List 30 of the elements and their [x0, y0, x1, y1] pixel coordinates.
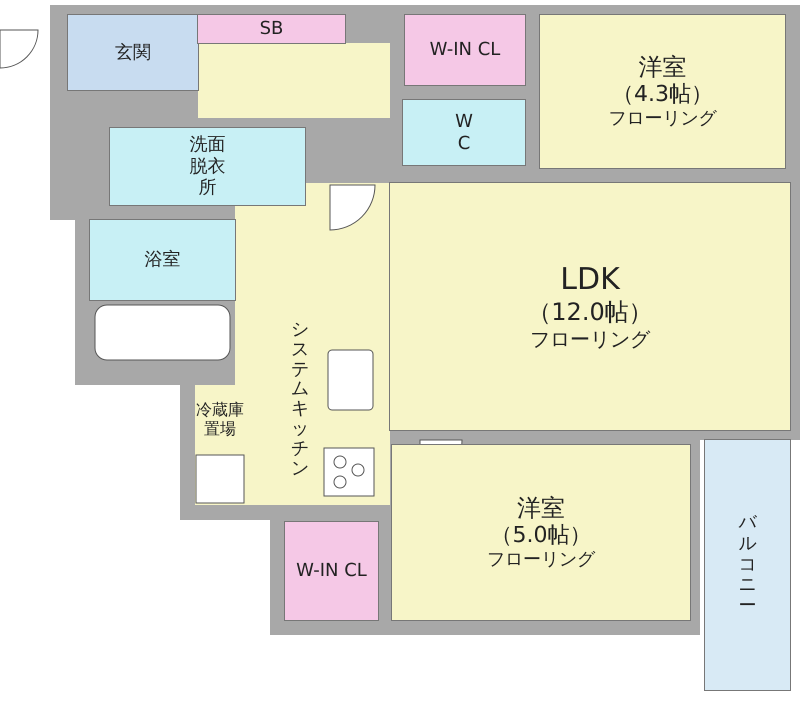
- room-label: バルコニー: [738, 513, 758, 617]
- room-label: 浴室: [144, 249, 180, 271]
- room-area: [405, 15, 525, 85]
- room-label: W-IN CL: [296, 560, 367, 582]
- room-area: [540, 15, 785, 168]
- room-label: 玄関: [115, 42, 151, 64]
- room-area: [705, 440, 790, 690]
- room-area: [110, 128, 305, 205]
- room-area: [403, 100, 525, 165]
- area-label: （5.0帖）: [490, 522, 592, 550]
- room-label: SB: [260, 18, 284, 40]
- room-label: 洗面脱衣所: [188, 134, 226, 199]
- room-label: LDK: [560, 262, 620, 298]
- fixture-label: 冷蔵庫置場: [195, 400, 245, 438]
- room-area: [68, 15, 198, 90]
- room-area: [390, 183, 790, 430]
- area-label: （4.3帖）: [612, 82, 713, 108]
- room-area: [198, 15, 345, 43]
- flooring-label: フローリング: [608, 108, 716, 130]
- room-area: [285, 522, 378, 620]
- room-label: 洋室: [638, 53, 686, 82]
- room-area: [392, 445, 690, 620]
- area-label: （12.0帖）: [527, 298, 653, 327]
- room-area: [90, 220, 235, 300]
- room-label: 洋室: [517, 494, 565, 523]
- flooring-label: フローリング: [530, 326, 650, 351]
- room-label: W C: [454, 110, 474, 154]
- room-label: W-IN CL: [430, 39, 500, 61]
- flooring-label: フローリング: [487, 549, 595, 571]
- fixture-label: システムキッチン: [290, 320, 310, 478]
